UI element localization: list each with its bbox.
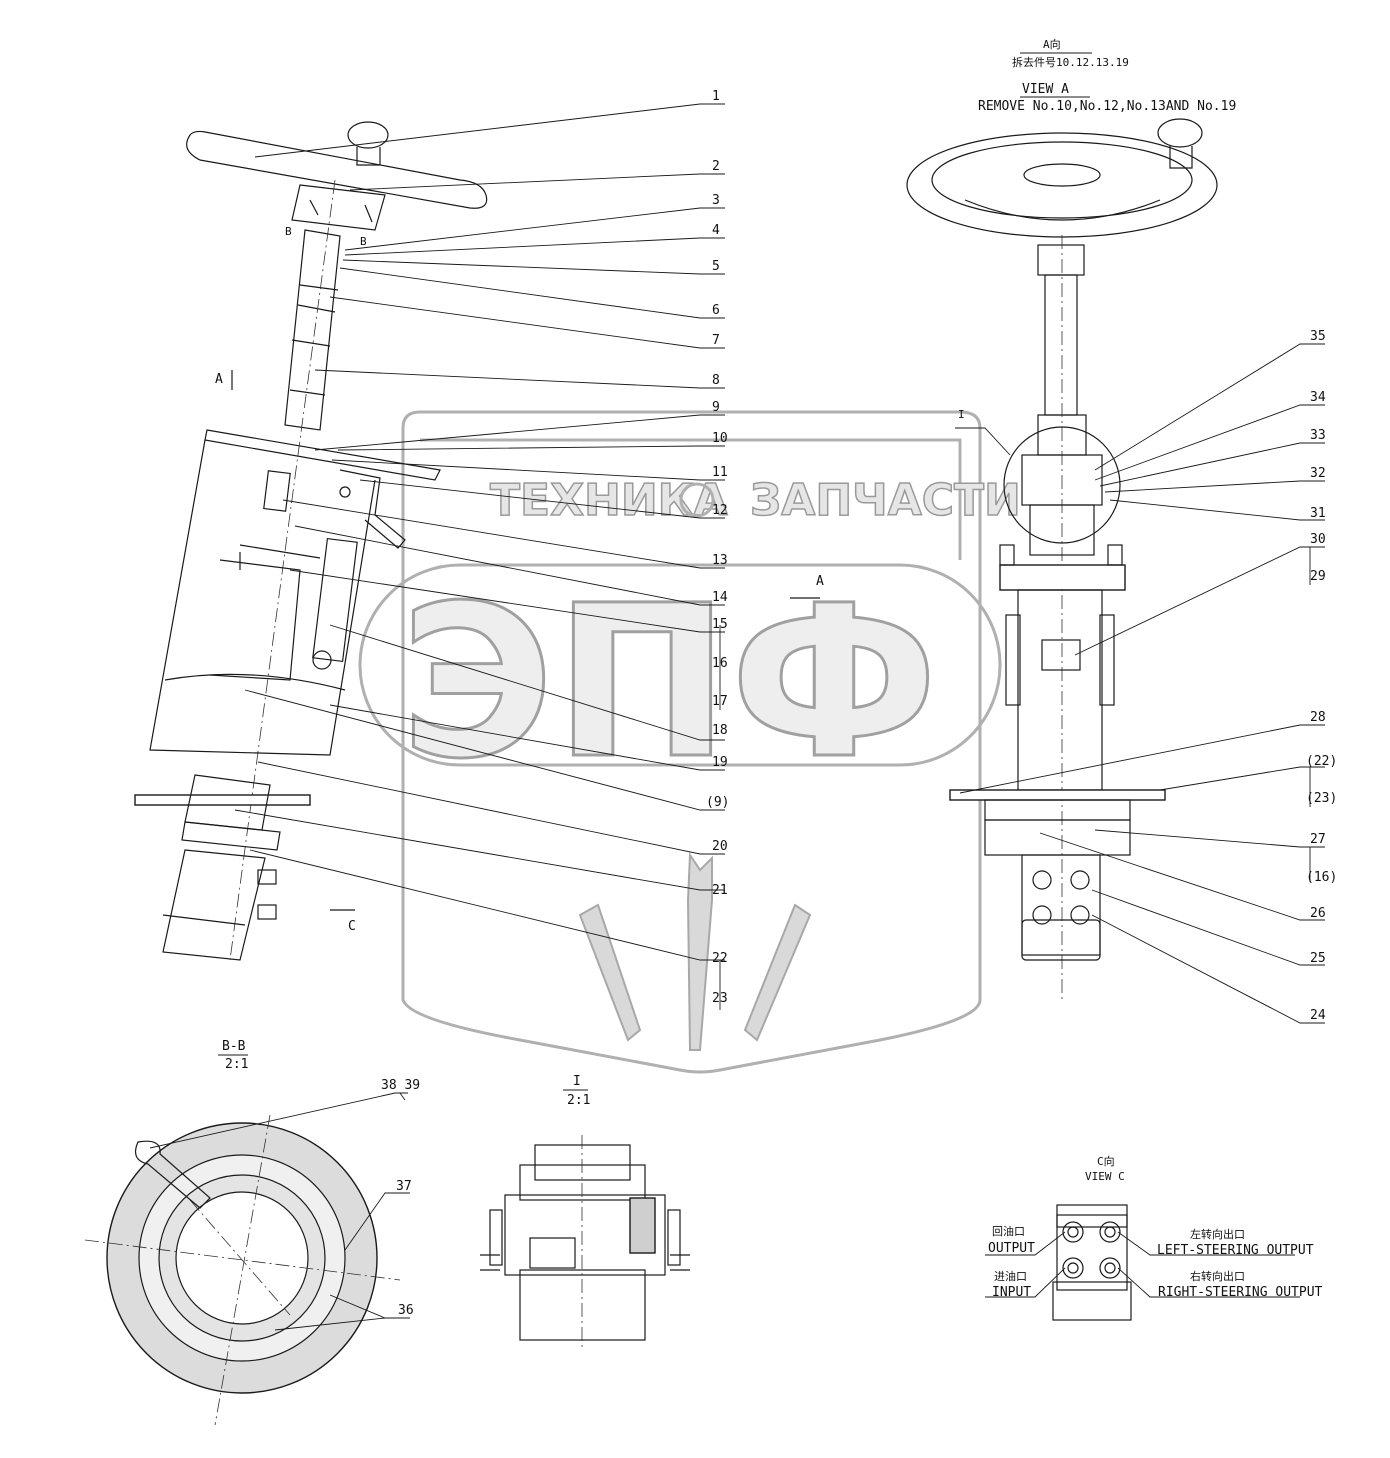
watermark-wheat-icon <box>686 851 713 1051</box>
detail-i-label: I <box>573 1074 581 1089</box>
view-c-left-en: LEFT-STEERING OUTPUT <box>1157 1243 1314 1258</box>
view-c-input-cn: 进油口 <box>994 1269 1027 1283</box>
part-number: 18 <box>712 723 728 738</box>
part-number: 24 <box>1310 1008 1326 1023</box>
part-number: 16 <box>712 656 728 671</box>
part-number: 21 <box>712 883 728 898</box>
part-number: (9) <box>706 795 729 810</box>
watermark-text-big: ЭПФ <box>400 560 938 805</box>
view-c-title-cn: C向 <box>1097 1154 1115 1168</box>
view-a-title-en: VIEW A <box>1022 82 1069 97</box>
section-b-b: B-B 2:1 38 39 37 36 <box>84 1039 420 1426</box>
marker-b-left: B <box>285 225 292 238</box>
part-number: 26 <box>1310 906 1326 921</box>
part-number: 37 <box>396 1179 412 1194</box>
part-number: 14 <box>712 590 728 605</box>
part-number: 23 <box>712 991 728 1006</box>
view-c-right-cn: 右转向出口 <box>1190 1269 1245 1283</box>
part-number: 35 <box>1310 329 1326 344</box>
part-numbers-left: 1 2 3 4 5 6 7 8 9 10 11 12 13 14 15 16 1… <box>706 89 729 1006</box>
part-number: 12 <box>712 503 728 518</box>
part-number: 25 <box>1310 951 1326 966</box>
part-number: 33 <box>1310 428 1326 443</box>
part-numbers-right: 35 34 33 32 31 30 29 28 (22) (23) 27 (16… <box>1306 329 1337 1023</box>
detail-i: I 2:1 <box>480 1074 690 1350</box>
part-number: 6 <box>712 303 720 318</box>
marker-b-right: B <box>360 235 367 248</box>
watermark: ТЕХНИКА ЗАПЧАСТИ ЭПФ <box>358 410 1022 1074</box>
view-c-title-en: VIEW C <box>1085 1170 1125 1183</box>
leader-lines-left <box>234 103 725 1010</box>
view-c-output-cn: 回油口 <box>992 1224 1025 1238</box>
part-number: 3 <box>712 193 720 208</box>
view-a-title-cn: A向 <box>1043 37 1061 51</box>
part-number: 7 <box>712 333 720 348</box>
main-side-view: A A C B B <box>134 121 824 961</box>
part-number: (23) <box>1306 791 1337 806</box>
part-number: 5 <box>712 259 720 274</box>
view-c-output-en: OUTPUT <box>988 1241 1035 1256</box>
part-number: 38 39 <box>381 1078 420 1093</box>
part-number: (16) <box>1306 870 1337 885</box>
part-number: 17 <box>712 694 728 709</box>
part-number: 8 <box>712 373 720 388</box>
part-number: 15 <box>712 617 728 632</box>
part-number: 22 <box>712 951 728 966</box>
part-number: 34 <box>1310 390 1326 405</box>
part-number: 29 <box>1310 569 1326 584</box>
marker-c: C <box>348 919 356 934</box>
part-number: 2 <box>712 159 720 174</box>
part-number: 30 <box>1310 532 1326 547</box>
watermark-text-right: ЗАПЧАСТИ <box>750 475 1021 526</box>
section-b-b-label: B-B <box>222 1039 246 1054</box>
marker-a-left: A <box>215 372 223 387</box>
marker-i: I <box>958 408 965 421</box>
section-b-b-scale: 2:1 <box>225 1057 248 1072</box>
part-number: 36 <box>398 1303 414 1318</box>
part-number: 13 <box>712 553 728 568</box>
part-number: 31 <box>1310 506 1326 521</box>
part-number: 19 <box>712 755 728 770</box>
view-c: C向 VIEW C 回油口 OUTPUT 进油口 INPUT 左转向出口 LEF… <box>985 1154 1323 1321</box>
view-c-input-en: INPUT <box>992 1285 1031 1300</box>
part-number: 1 <box>712 89 720 104</box>
part-number: 10 <box>712 431 728 446</box>
view-c-left-cn: 左转向出口 <box>1190 1227 1245 1241</box>
part-number: 4 <box>712 223 720 238</box>
watermark-gear-icon <box>679 482 715 518</box>
part-number: 20 <box>712 839 728 854</box>
watermark-text-left: ТЕХНИКА <box>490 475 728 526</box>
part-number: 32 <box>1310 466 1326 481</box>
view-a-note-en: REMOVE No.10,No.12,No.13AND No.19 <box>978 99 1236 114</box>
part-number: (22) <box>1306 754 1337 769</box>
part-number: 27 <box>1310 832 1326 847</box>
view-a: A向 拆去件号10.12.13.19 VIEW A REMOVE No.10,N… <box>906 37 1236 1000</box>
detail-i-scale: 2:1 <box>567 1093 590 1108</box>
part-number: 28 <box>1310 710 1326 725</box>
view-c-right-en: RIGHT-STEERING OUTPUT <box>1158 1285 1323 1300</box>
view-a-note-cn: 拆去件号10.12.13.19 <box>1012 55 1129 69</box>
part-number: 11 <box>712 465 728 480</box>
part-number: 9 <box>712 400 720 415</box>
leader-lines-right <box>959 343 1325 1024</box>
marker-a-center: A <box>816 574 824 589</box>
